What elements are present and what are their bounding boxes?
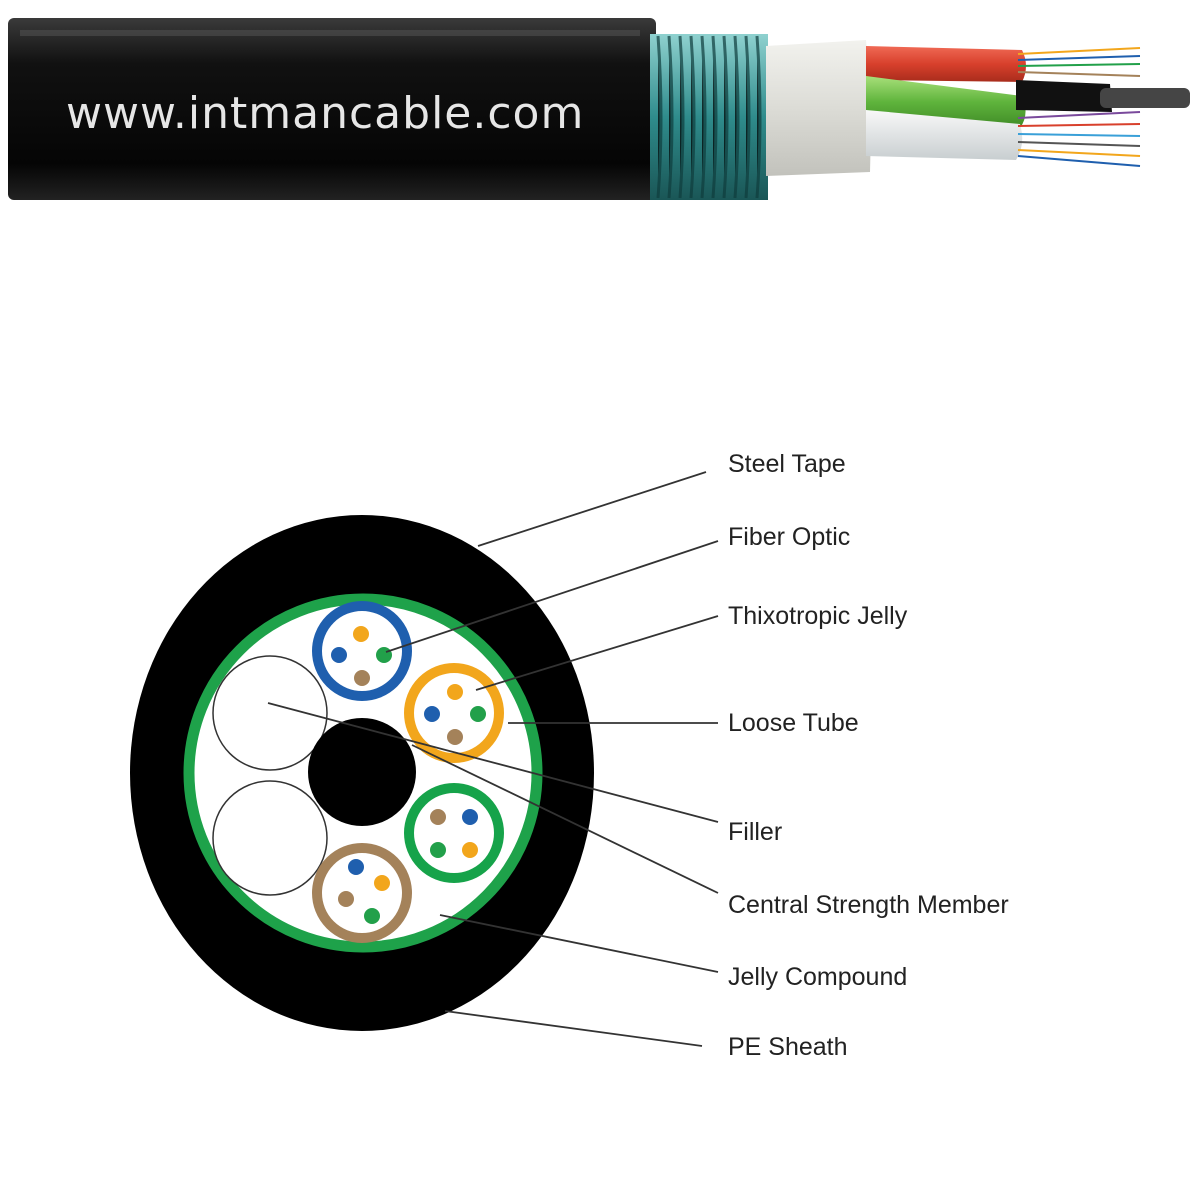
fiber-strand (1017, 47, 1141, 55)
label-loose-tube: Loose Tube (728, 709, 859, 737)
cable-photo: www.intmancable.com (8, 18, 1190, 200)
armor-ridge (700, 35, 707, 199)
label-thixotropic-jelly: Thixotropic Jelly (728, 602, 908, 630)
fiber-core (354, 670, 370, 686)
fiber-core (430, 842, 446, 858)
fiber-strand (1017, 149, 1141, 157)
armor-ridge (755, 35, 762, 199)
leader-jelly-compound (439, 914, 719, 973)
loose-tube-green (404, 783, 504, 883)
fiber-core (462, 809, 478, 825)
armor-ridge (744, 35, 751, 199)
label-central-strength-member: Central Strength Member (728, 891, 1009, 919)
exposed-fibers (1017, 47, 1141, 167)
component-labels: Steel Tape Fiber Optic Thixotropic Jelly… (728, 450, 1009, 1061)
fiber-core (462, 842, 478, 858)
armor-ridge (689, 35, 696, 199)
leader-lines (267, 471, 719, 1047)
fiber-core (470, 706, 486, 722)
fiber-core (348, 859, 364, 875)
fiber-strand (1017, 133, 1141, 137)
white-wrapping-tape (766, 40, 871, 176)
label-filler: Filler (728, 818, 782, 846)
fiber-core (447, 729, 463, 745)
fiber-strand (1017, 63, 1141, 67)
label-jelly-compound: Jelly Compound (728, 963, 907, 991)
fiber-strand (1017, 55, 1141, 61)
filler-rod (212, 780, 328, 896)
loose-tube-blue (312, 601, 412, 701)
outer-jacket (8, 18, 656, 200)
fiber-strand (1017, 141, 1141, 147)
fiber-core (430, 809, 446, 825)
fiber-strand (1017, 155, 1141, 167)
fiber-core (364, 908, 380, 924)
fiber-core (374, 875, 390, 891)
fiber-core (376, 647, 392, 663)
armor-ridge (656, 35, 663, 199)
armor-ridge (722, 35, 729, 199)
armor-ridge (733, 35, 740, 199)
leader-thixotropic-jelly (475, 615, 719, 691)
fiber-strand (1017, 111, 1141, 119)
leader-steel-tape (477, 471, 707, 547)
loose-tubes-exposed (866, 46, 1190, 160)
steel-armor-section (650, 34, 768, 200)
leader-fiber-optic (385, 540, 719, 653)
leader-central-strength-member (411, 744, 719, 894)
armor-ridge (667, 35, 674, 199)
fiber-core (424, 706, 440, 722)
central-strength-member (308, 718, 416, 826)
label-fiber-optic: Fiber Optic (728, 523, 850, 551)
watermark-text: www.intmancable.com (66, 88, 584, 139)
fiber-core (353, 626, 369, 642)
fiber-core (447, 684, 463, 700)
leader-pe-sheath (444, 1010, 703, 1047)
fiber-strand (1017, 71, 1141, 77)
armor-ridge (711, 35, 718, 199)
armor-ridge (678, 35, 685, 199)
filler-rod (212, 655, 328, 771)
cross-section-diagram: Steel Tape Fiber Optic Thixotropic Jelly… (130, 450, 1009, 1061)
loose-tube-brown (312, 843, 412, 943)
label-pe-sheath: PE Sheath (728, 1033, 848, 1061)
fiber-core (331, 647, 347, 663)
leader-filler (267, 702, 719, 823)
label-steel-tape: Steel Tape (728, 450, 846, 478)
fiber-strand (1017, 123, 1141, 127)
fiber-core (338, 891, 354, 907)
jacket-highlight (20, 30, 640, 36)
